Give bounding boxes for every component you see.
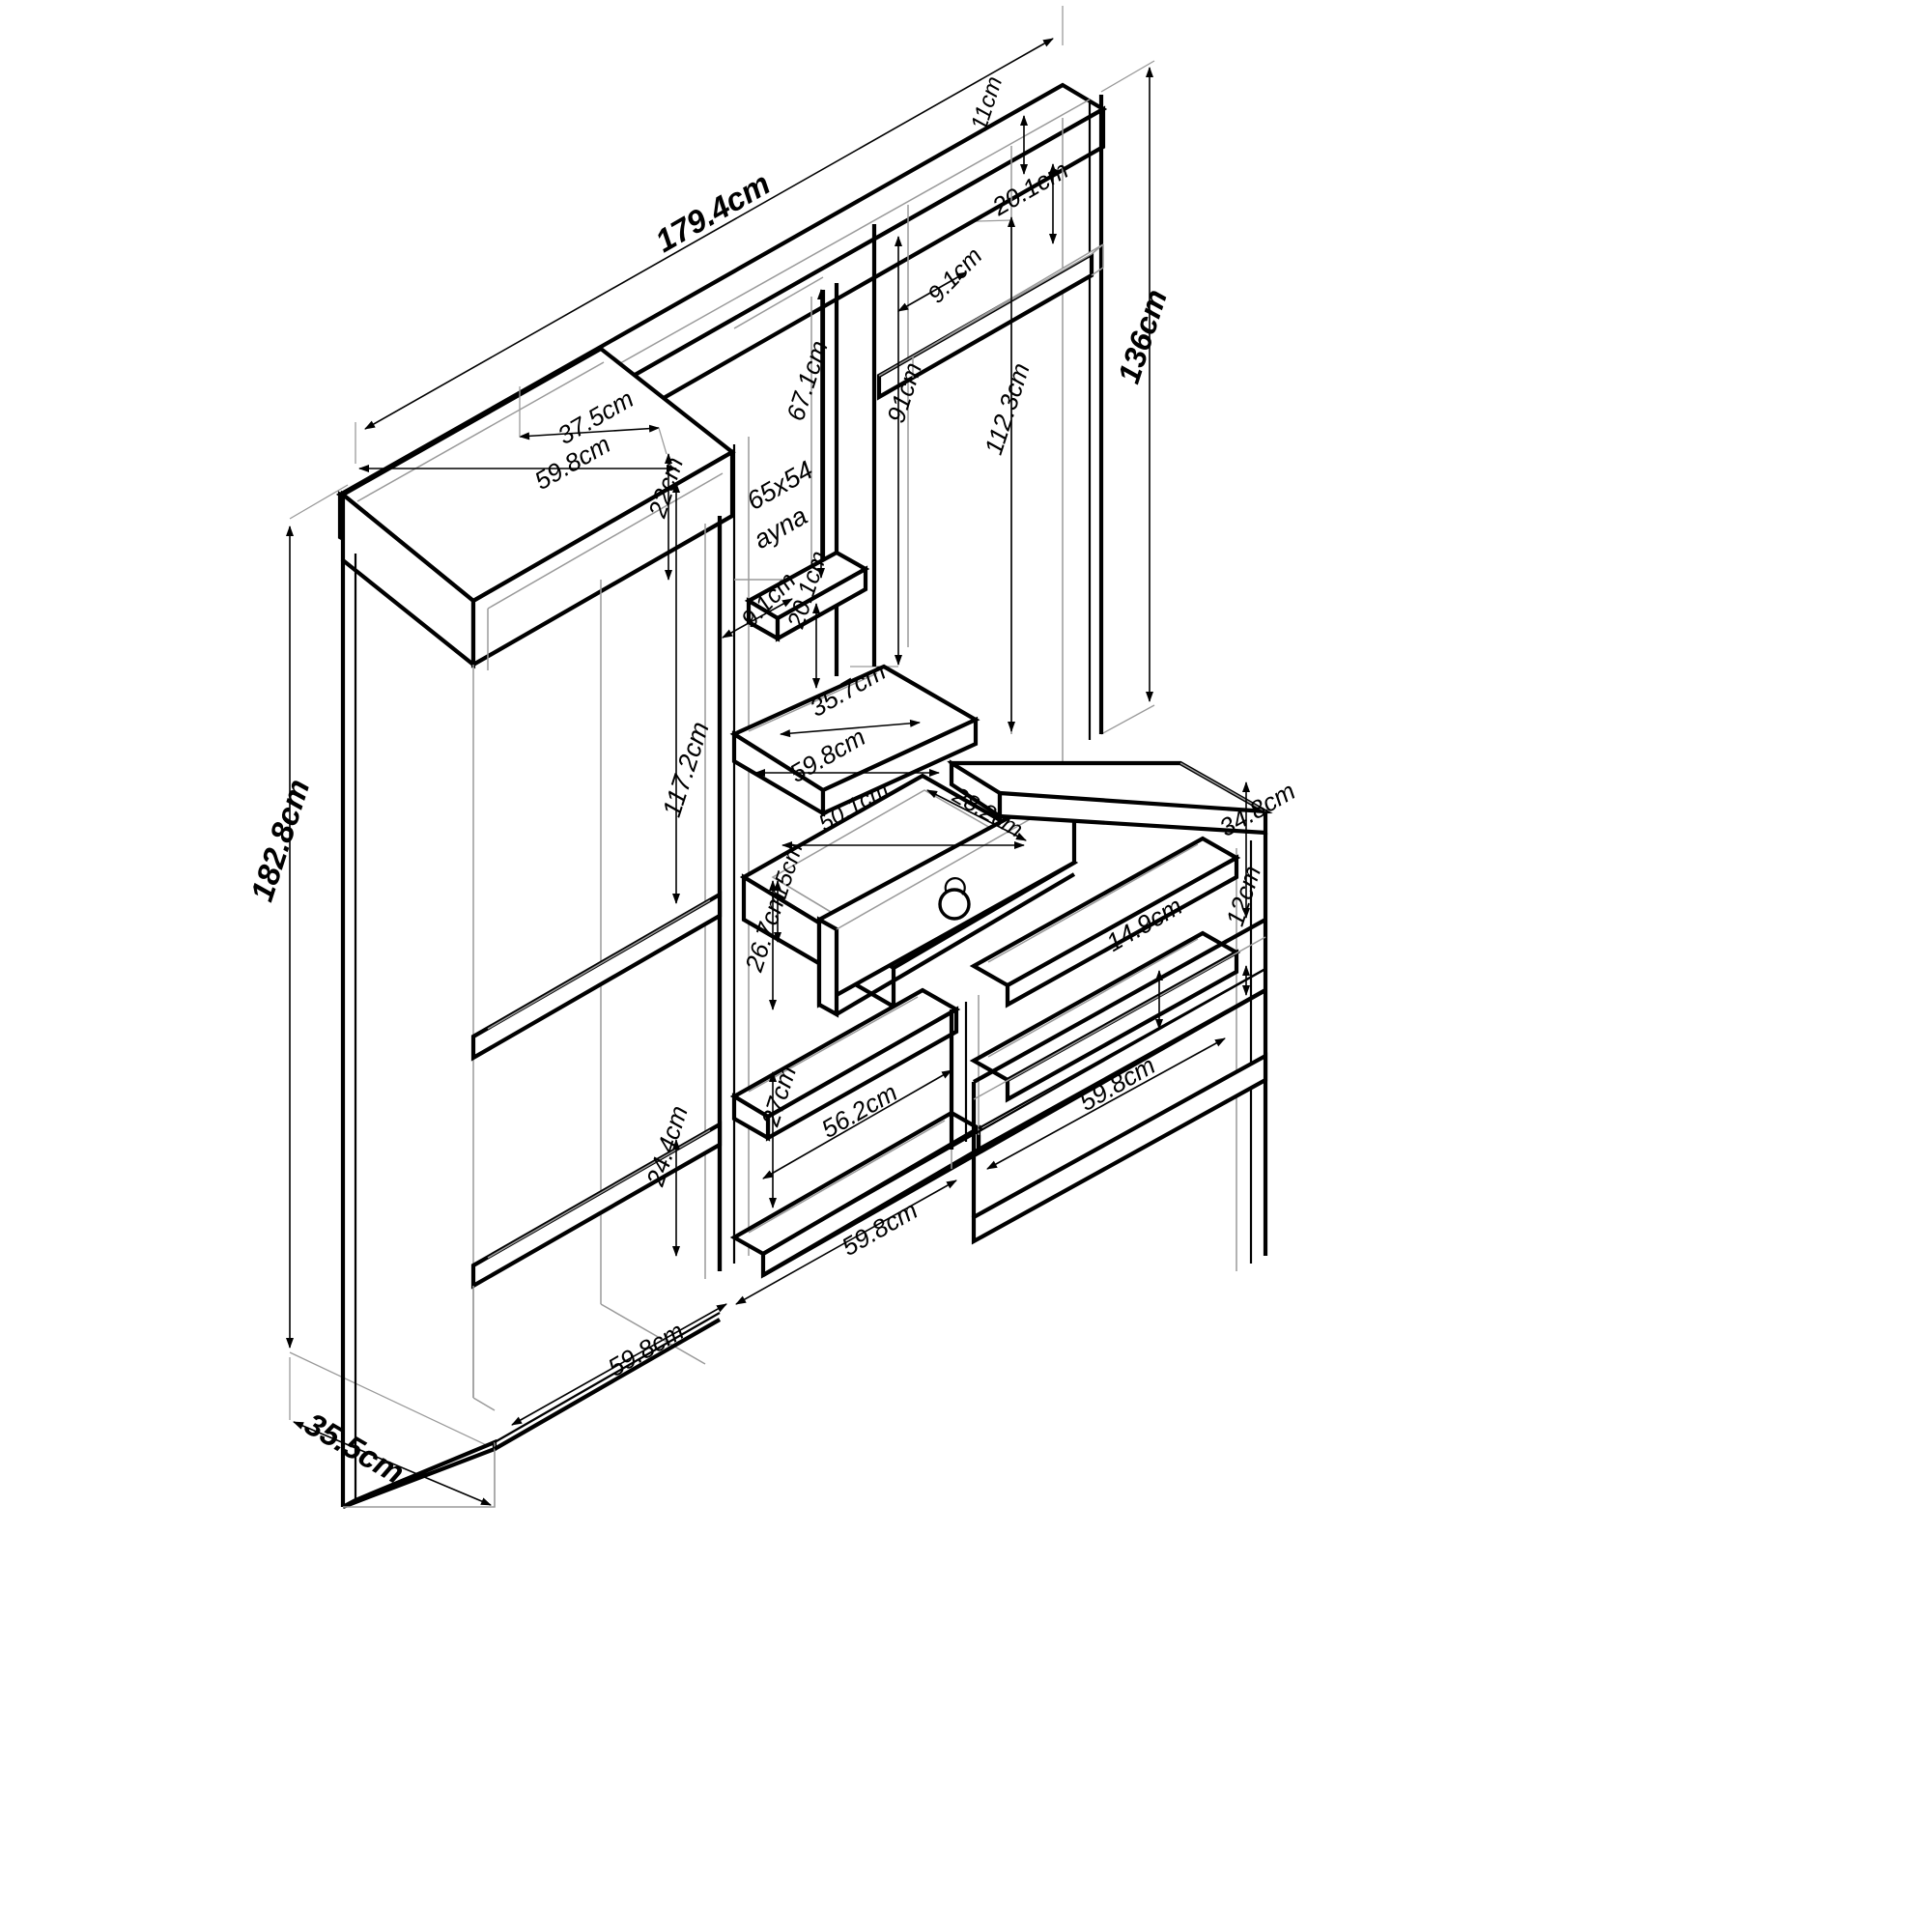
wardrobe-bottom-shelf [470,1121,723,1398]
extension-lines [289,6,1155,1507]
dimension-lines [286,38,1250,1506]
wardrobe-mid-shelf [470,891,723,1062]
